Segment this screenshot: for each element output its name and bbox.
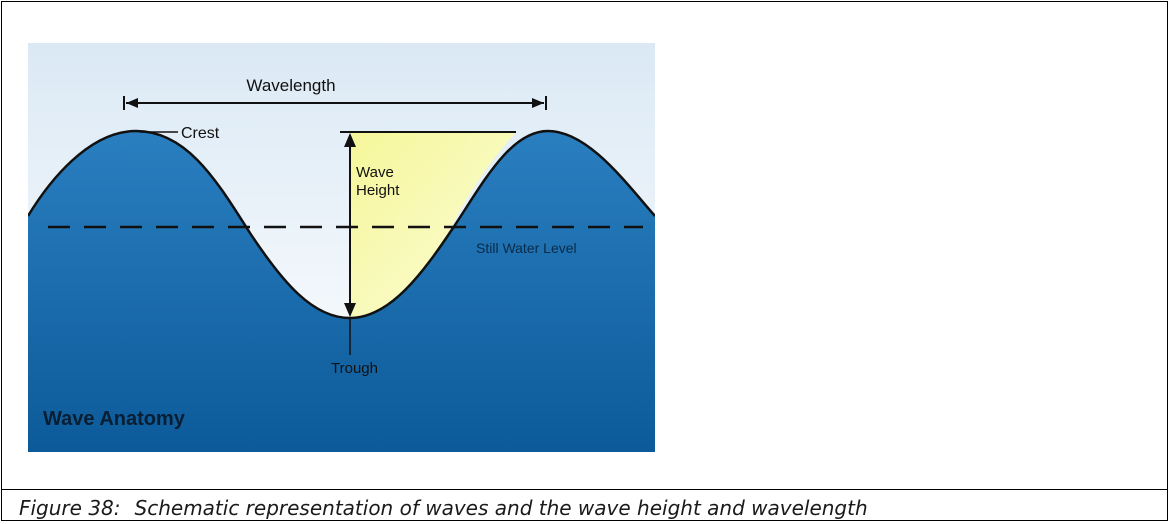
wavelength-left-arrowhead xyxy=(126,98,138,108)
wavelength-right-arrowhead xyxy=(532,98,544,108)
wave-height-label-line1: Wave xyxy=(356,164,394,181)
figure-caption: Figure 38: Schematic representation of wa… xyxy=(19,495,868,521)
still-water-level-label: Still Water Level xyxy=(476,240,577,256)
wave-height-label-line2: Height xyxy=(356,182,400,199)
wavelength-label: Wavelength xyxy=(246,76,335,95)
water-body xyxy=(28,131,655,452)
wave-height-bottom-arrowhead xyxy=(344,303,356,317)
wave-height-top-arrowhead xyxy=(344,133,356,147)
diagram-title: Wave Anatomy xyxy=(43,408,186,430)
trough-label: Trough xyxy=(331,360,378,377)
figure-caption-text: Schematic representation of waves and th… xyxy=(134,496,868,520)
wave-anatomy-diagram: Wavelength Crest Wave Height Still Water… xyxy=(28,43,655,452)
figure-number: Figure 38: xyxy=(19,496,121,520)
wave-height-highlight xyxy=(350,132,516,317)
wave-surface-line xyxy=(28,129,655,320)
caption-separator xyxy=(2,489,1167,490)
crest-label: Crest xyxy=(181,125,220,142)
